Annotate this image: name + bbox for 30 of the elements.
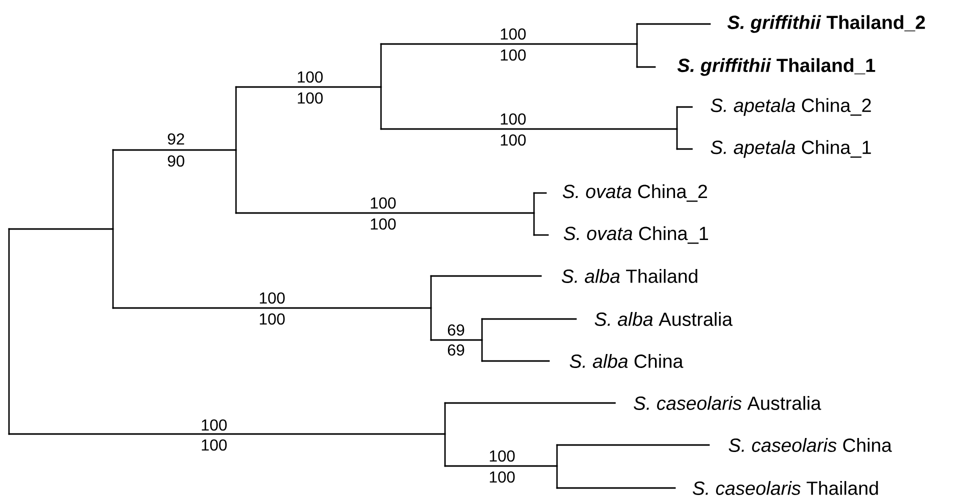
bootstrap-value: 92 xyxy=(168,133,184,145)
bootstrap-value: 100 xyxy=(500,134,526,146)
bootstrap-value: 100 xyxy=(500,113,526,125)
bootstrap-value: 100 xyxy=(202,419,227,431)
bootstrap-value: 69 xyxy=(448,324,464,336)
taxon-label: S. alba Thailand xyxy=(562,269,698,283)
bootstrap-value: 100 xyxy=(370,218,396,230)
bootstrap-value: 69 xyxy=(448,344,464,356)
taxon-label: S. apetala China_1 xyxy=(710,140,871,158)
bootstrap-value: 90 xyxy=(168,155,184,167)
taxon-label: S. alba Australia xyxy=(594,312,733,326)
bootstrap-value: 100 xyxy=(298,71,323,83)
bootstrap-value: 100 xyxy=(490,471,515,483)
bootstrap-value: 100 xyxy=(500,49,526,61)
bootstrap-value: 100 xyxy=(298,92,323,104)
bootstrap-value: 100 xyxy=(370,197,396,209)
taxon-label: S. apetala China_2 xyxy=(710,98,871,116)
bootstrap-value: 100 xyxy=(260,313,285,325)
bootstrap-value: 100 xyxy=(500,28,526,40)
taxon-label: S. griffithii Thailand_1 xyxy=(677,58,876,76)
taxon-label: S. caseolaris Thailand xyxy=(692,481,878,495)
bootstrap-value: 100 xyxy=(490,450,515,462)
bootstrap-value: 100 xyxy=(260,292,285,304)
taxon-label: S. griffithii Thailand_2 xyxy=(727,15,925,33)
taxon-label: S. alba China xyxy=(570,354,684,368)
taxon-label: S. ovata China_2 xyxy=(562,184,707,202)
taxon-label: S. caseolaris Australia xyxy=(634,396,822,410)
bootstrap-value: 100 xyxy=(202,439,227,451)
taxon-label: S. caseolaris China xyxy=(728,438,892,452)
taxon-label: S. ovata China_1 xyxy=(564,226,708,244)
